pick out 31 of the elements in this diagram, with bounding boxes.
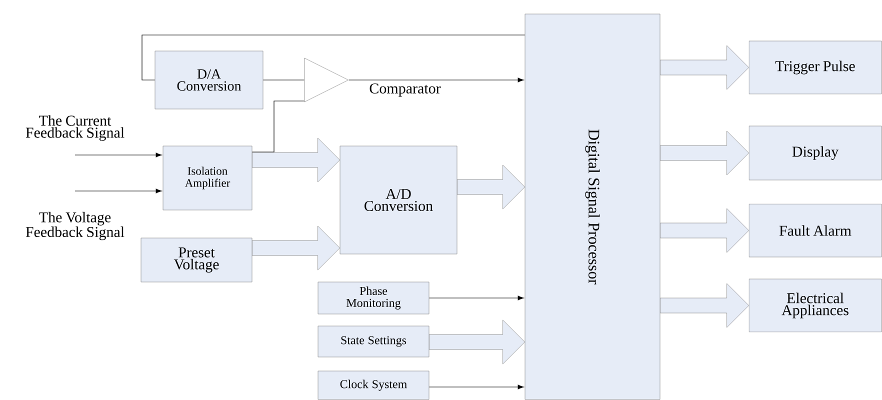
processor-box: Digital Signal Processor <box>524 14 660 400</box>
arrow <box>428 384 524 390</box>
block-arrow <box>457 164 525 210</box>
process-box: Preset Voltage <box>140 238 252 282</box>
process-box: Isolation Amplifier <box>162 146 252 210</box>
block-arrow <box>660 45 749 90</box>
process-box: State Settings <box>318 326 430 358</box>
process-box: Clock System <box>318 370 430 400</box>
comparator-triangle <box>304 58 349 102</box>
arrow <box>428 296 524 300</box>
block-arrow <box>252 226 340 270</box>
block-arrow <box>660 283 749 328</box>
signal-label: The Voltage Feedback Signal <box>26 212 124 240</box>
block-arrow <box>660 130 749 176</box>
output-box: Fault Alarm <box>748 204 882 258</box>
signal-label: The Current Feedback Signal <box>26 115 124 141</box>
block-arrow <box>252 138 340 182</box>
connector-line <box>252 100 304 152</box>
output-box: Trigger Pulse <box>748 40 882 94</box>
component-label: Comparator <box>370 83 441 97</box>
arrow <box>348 78 524 82</box>
process-box: D/A Conversion <box>154 50 264 110</box>
arrow <box>74 188 162 194</box>
output-box: Electrical Appliances <box>748 278 882 332</box>
process-box: Phase Monitoring <box>318 282 430 314</box>
arrow <box>74 152 162 158</box>
output-box: Display <box>748 126 882 180</box>
connector-line <box>142 34 526 80</box>
process-box: A/D Conversion <box>340 146 458 254</box>
block-arrow <box>660 208 749 253</box>
block-arrow <box>429 320 525 364</box>
